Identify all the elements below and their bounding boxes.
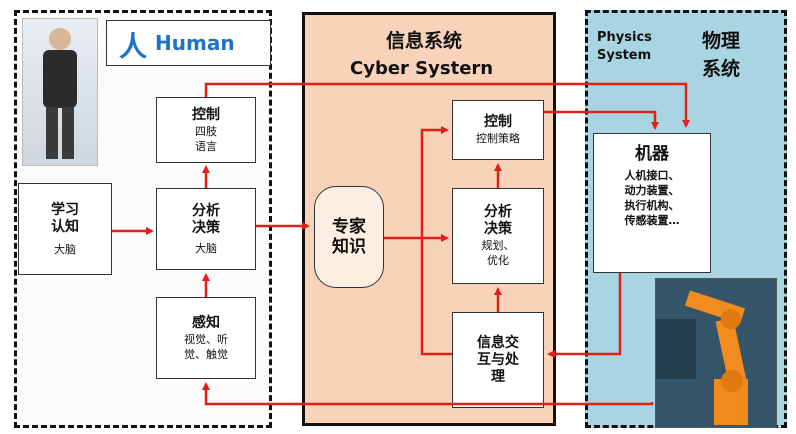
human-sense-sub2: 觉、触觉 bbox=[184, 347, 228, 361]
cyber-analyze-line1: 分析 bbox=[484, 204, 512, 220]
expert-knowledge-box: 专家 知识 bbox=[314, 186, 384, 288]
phys-title-en-1: Physics bbox=[597, 30, 652, 45]
machine-box: 机器 人机接口、 动力装置、 执行机构、 传感装置… bbox=[593, 133, 711, 273]
human-title-box: 人 Human bbox=[106, 20, 271, 66]
info-line2: 互与处 bbox=[477, 351, 519, 368]
robot-arm-photo bbox=[655, 278, 777, 428]
human-learn-line2: 认知 bbox=[51, 218, 79, 235]
machine-item-1: 人机接口、 bbox=[624, 169, 680, 182]
human-sense-title: 感知 bbox=[192, 314, 220, 331]
cyber-analyze-sub1: 规划、 bbox=[481, 239, 515, 252]
info-processing-box: 信息交 互与处 理 bbox=[452, 312, 544, 408]
human-title: Human bbox=[155, 31, 235, 55]
human-analyze-box: 分析 决策 大脑 bbox=[156, 188, 256, 270]
person-photo bbox=[22, 18, 98, 166]
cyber-analyze-box: 分析 决策 规划、 优化 bbox=[452, 188, 544, 284]
cyber-control-sub: 控制策略 bbox=[476, 132, 520, 145]
human-learn-sub: 大脑 bbox=[54, 242, 76, 256]
arrow-cyber-control-to-machine bbox=[544, 110, 659, 130]
human-control-sub1: 四肢 bbox=[195, 124, 217, 138]
cyber-control-title: 控制 bbox=[484, 114, 512, 130]
human-learn-line1: 学习 bbox=[51, 201, 79, 218]
human-learn-box: 学习 认知 大脑 bbox=[18, 183, 112, 275]
human-sense-sub1: 视觉、听 bbox=[184, 332, 228, 346]
machine-item-4: 传感装置… bbox=[624, 214, 680, 227]
human-logo-icon: 人 bbox=[119, 30, 148, 63]
cyber-title-cn: 信息系统 bbox=[386, 30, 463, 52]
info-line1: 信息交 bbox=[477, 334, 519, 351]
arrow-human-control-to-machine bbox=[204, 82, 690, 128]
cyber-analyze-line2: 决策 bbox=[484, 221, 512, 237]
arrow-machine-to-info bbox=[547, 273, 622, 358]
human-control-sub2: 语言 bbox=[195, 139, 217, 153]
expert-line1: 专家 bbox=[332, 217, 366, 237]
human-analyze-line1: 分析 bbox=[192, 202, 220, 219]
phys-title-en-2: System bbox=[597, 48, 652, 63]
machine-item-2: 动力装置、 bbox=[624, 184, 680, 197]
phys-title-cn-1: 物理 bbox=[702, 30, 741, 52]
machine-title: 机器 bbox=[635, 144, 669, 164]
cyber-title-en: Cyber Systern bbox=[350, 58, 494, 79]
human-control-box: 控制 四肢 语言 bbox=[156, 97, 256, 163]
machine-item-3: 执行机构、 bbox=[624, 199, 680, 212]
human-control-title: 控制 bbox=[192, 106, 220, 123]
phys-title-cn-2: 系统 bbox=[702, 58, 741, 80]
info-line3: 理 bbox=[491, 368, 505, 385]
human-analyze-sub: 大脑 bbox=[195, 241, 217, 255]
arrow-machine-to-sense bbox=[202, 382, 654, 406]
arrow-info-loop bbox=[420, 126, 452, 356]
cyber-control-box: 控制 控制策略 bbox=[452, 100, 544, 160]
human-analyze-line2: 决策 bbox=[192, 219, 220, 236]
expert-line2: 知识 bbox=[332, 237, 366, 257]
cyber-analyze-sub2: 优化 bbox=[487, 254, 509, 267]
human-sense-box: 感知 视觉、听 觉、触觉 bbox=[156, 297, 256, 379]
